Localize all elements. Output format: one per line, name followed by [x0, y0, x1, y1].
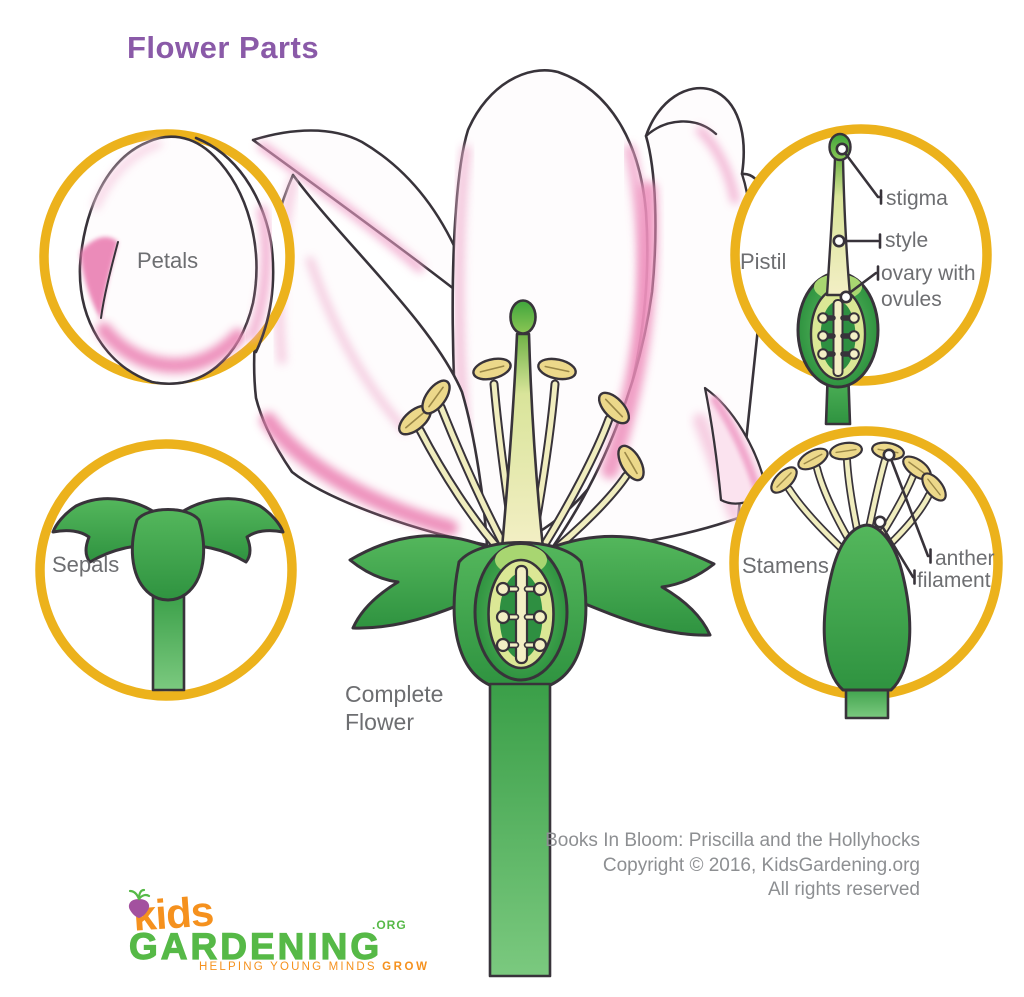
petals-callout [39, 129, 295, 385]
complete-flower-label: Complete Flower [345, 681, 444, 735]
logo-tagline-grow: GROW [382, 961, 430, 973]
credits: Books In Bloom: Priscilla and the Hollyh… [470, 829, 920, 903]
petal-drawing [78, 135, 275, 385]
style-label: style [885, 229, 929, 252]
stigma-label: stigma [886, 187, 948, 210]
kidsgardening-logo: kids GARDENING .ORG HELPING YOUNG MINDS … [125, 887, 445, 988]
credit-copyright: Copyright © 2016, KidsGardening.org [602, 854, 920, 876]
logo-gardening-text: GARDENING [128, 925, 383, 967]
stem-main [488, 682, 552, 978]
anther-label: anther [935, 547, 995, 570]
stamens-leader-lines [873, 448, 932, 585]
credit-book-title: Books In Bloom: Priscilla and the Hollyh… [545, 830, 920, 851]
pistil-label: Pistil [740, 249, 787, 274]
logo-tagline: HELPING YOUNG MINDS GROW [199, 961, 430, 973]
style-marker-dot [832, 234, 846, 248]
credit-rights: All rights reserved [767, 879, 920, 900]
pistil-drawing [796, 132, 880, 426]
logo-beet-icon [128, 888, 151, 918]
filament-marker-dot [873, 515, 887, 529]
ovary-marker-dot [839, 290, 853, 304]
sepals-label: Sepals [52, 552, 120, 577]
pistil-leader-lines [832, 142, 883, 304]
stigma-marker-dot [835, 142, 849, 156]
page-title: Flower Parts [127, 30, 320, 65]
anther-marker-dot [882, 448, 896, 462]
filament-label: filament [917, 569, 991, 592]
ovary-with-ovules-label: ovary with ovules [881, 262, 976, 311]
petals-label: Petals [137, 248, 199, 273]
stamens-label: Stamens [742, 553, 829, 578]
logo-tagline-text: HELPING YOUNG MINDS [199, 961, 377, 973]
pistil-stigma-main [509, 299, 537, 335]
sepals-callout [35, 439, 297, 701]
ovary-main [473, 542, 569, 682]
complete-flower-drawing [251, 69, 770, 978]
logo-org-text: .ORG [372, 918, 407, 932]
sepal-drawing [51, 497, 285, 692]
stamen-anthers [398, 357, 645, 482]
stamens-callout [729, 426, 1003, 720]
pistil-callout [730, 124, 992, 426]
